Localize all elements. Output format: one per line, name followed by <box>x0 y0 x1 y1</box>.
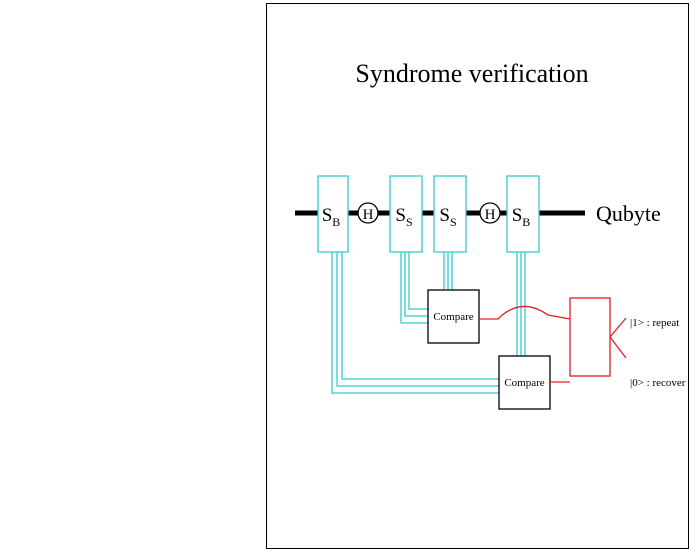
svg-text:SB: SB <box>322 205 341 229</box>
outcome-recover-label: |0> : recover <box>630 377 686 389</box>
syndrome-block-ss-2: SS <box>433 175 467 253</box>
svg-text:Compare: Compare <box>433 311 473 323</box>
diagram-title: Syndrome verification <box>355 59 588 88</box>
svg-text:H: H <box>485 207 496 223</box>
decision-wires <box>479 297 627 383</box>
ss-to-compare-wires <box>400 252 453 324</box>
svg-text:H: H <box>363 207 374 223</box>
svg-text:SS: SS <box>439 205 456 229</box>
compare-box-upper: Compare <box>427 289 480 344</box>
syndrome-block-sb-2: SB <box>506 175 540 253</box>
sb-to-compare-wires <box>331 252 526 394</box>
svg-text:SB: SB <box>512 205 531 229</box>
compare-box-lower: Compare <box>498 355 551 410</box>
outcome-repeat-label: |1> : repeat <box>630 317 679 329</box>
svg-text:Compare: Compare <box>504 377 544 389</box>
syndrome-block-sb-1: SB <box>317 175 349 253</box>
hadamard-gate-2: H <box>479 202 501 224</box>
svg-text:SS: SS <box>395 205 412 229</box>
qubyte-label: Qubyte <box>596 201 661 226</box>
syndrome-block-ss-1: SS <box>389 175 423 253</box>
hadamard-gate-1: H <box>357 202 379 224</box>
